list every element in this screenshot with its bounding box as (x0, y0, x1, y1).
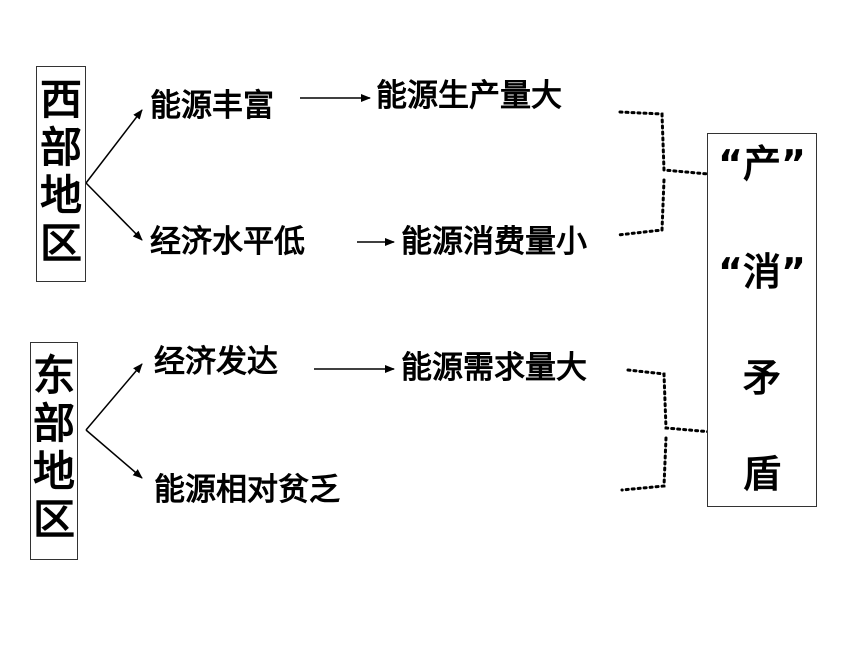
east-region-label: 东部地区 (33, 351, 76, 544)
east-cause-1: 经济发达 (154, 344, 278, 380)
east-arrow-to-cause-1 (85, 363, 143, 431)
west-arrow-to-cause-1 (85, 109, 143, 184)
east-arrow-to-cause-2 (85, 429, 143, 479)
east-cause-2: 能源相对贫乏 (154, 472, 340, 508)
west-region-box (36, 66, 86, 282)
west-dotted-brace (616, 110, 710, 237)
west-region-label: 西部地区 (40, 75, 83, 268)
result-line-2: “消” (718, 250, 806, 294)
west-arrow-to-cause-2 (85, 182, 143, 241)
east-region-box (30, 342, 78, 560)
west-effect-1: 能源生产量大 (376, 78, 562, 114)
east-dotted-brace (620, 368, 714, 492)
result-box (707, 133, 817, 507)
result-line-4: 盾 (742, 452, 781, 496)
east-effect-1: 能源需求量大 (401, 350, 587, 386)
west-cause-2: 经济水平低 (150, 224, 305, 260)
result-line-1: “产” (718, 142, 806, 186)
west-effect-2: 能源消费量小 (401, 224, 587, 260)
result-line-3: 矛 (742, 356, 781, 400)
west-cause-1: 能源丰富 (150, 88, 274, 124)
